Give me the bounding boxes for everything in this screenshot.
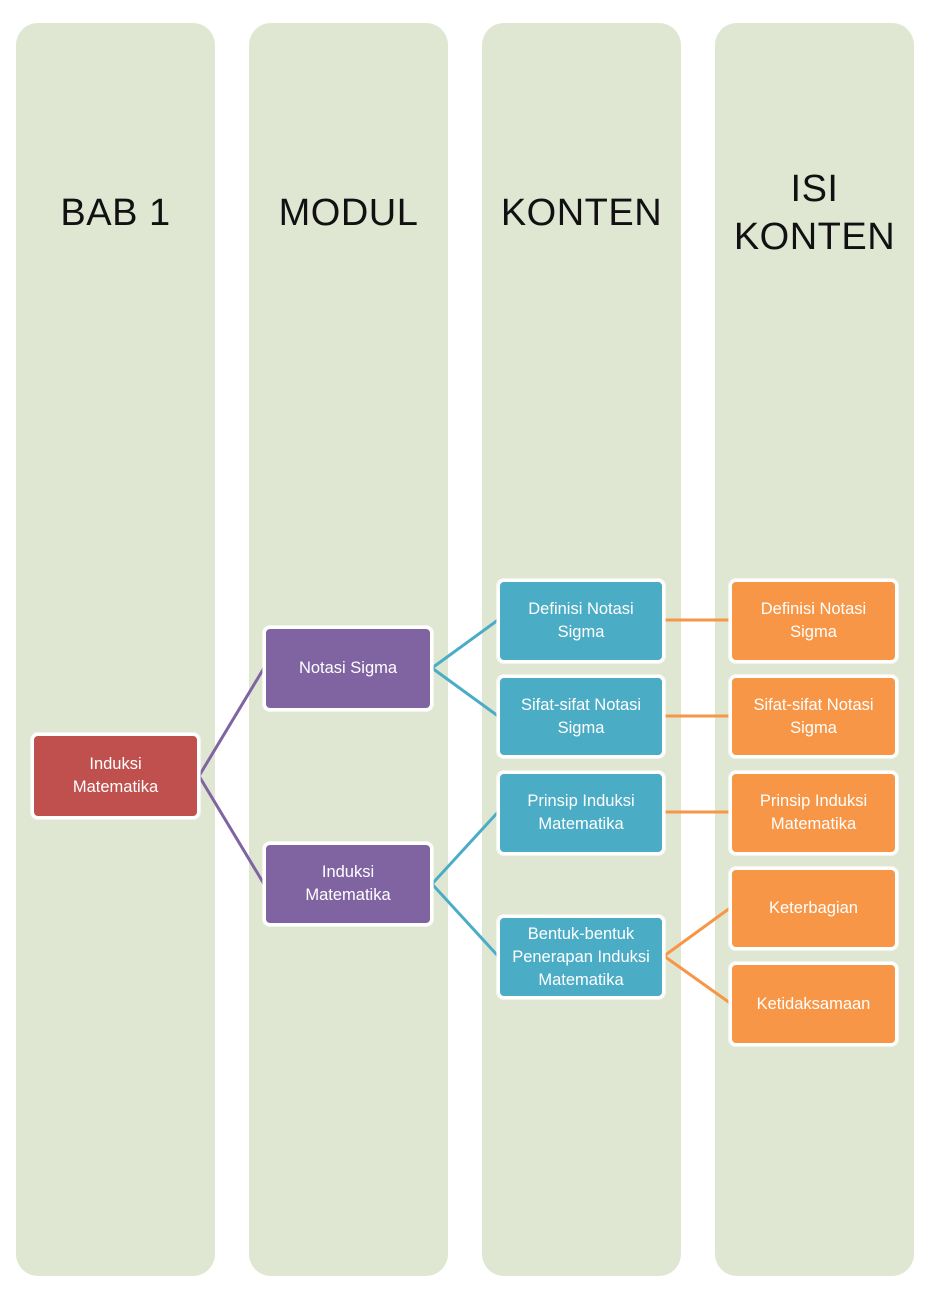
node-label-line: Definisi Notasi xyxy=(528,600,634,618)
node-label-line: Sigma xyxy=(557,623,605,641)
node-label-line: Prinsip Induksi xyxy=(527,792,635,810)
column-title-modul: MODUL xyxy=(278,192,419,234)
connector-modul2-to-konten-3 xyxy=(430,810,500,886)
connector-bab-to-modul-2 xyxy=(197,775,266,885)
node-konten-definisi-notasi-sigma[interactable]: Definisi Notasi Sigma xyxy=(497,579,665,663)
node-label-line: Notasi Sigma xyxy=(298,659,398,677)
node-label-line: Matematika xyxy=(72,778,159,796)
node-label-line: Prinsip Induksi xyxy=(759,792,868,810)
connector-konten4-to-isi-4 xyxy=(663,906,731,958)
node-label-line: Sigma xyxy=(790,623,837,641)
node-label-line: Matematika xyxy=(538,970,624,989)
node-label-line: Ketidaksamaan xyxy=(756,994,871,1013)
node-isi-keterbagian[interactable]: Keterbagian xyxy=(729,867,898,950)
node-modul-notasi-sigma[interactable]: Notasi Sigma xyxy=(263,626,433,711)
column-title-bab: BAB 1 xyxy=(60,192,171,234)
node-label-line: Penerapan Induksi xyxy=(512,947,650,966)
column-bab: BAB 1 xyxy=(16,23,215,1276)
node-isi-definisi-notasi-sigma[interactable]: Definisi Notasi Sigma xyxy=(729,579,898,663)
connector-modul1-to-konten-2 xyxy=(431,666,499,718)
node-label-line: Bentuk-bentuk xyxy=(527,924,635,943)
node-bab-induksi-matematika[interactable]: Induksi Matematika xyxy=(31,733,200,819)
node-label-line: Induksi xyxy=(89,755,142,773)
node-label-line: Sifat-sifat Notasi xyxy=(520,695,642,714)
column-title-isi-konten-line2: KONTEN xyxy=(733,216,896,258)
node-konten-bentuk-penerapan-induksi[interactable]: Bentuk-bentuk Penerapan Induksi Matemati… xyxy=(497,915,665,999)
connector-modul1-to-konten-1 xyxy=(431,618,499,670)
column-title-isi-konten-line1: ISI xyxy=(790,168,839,210)
connector-bab-to-modul-1 xyxy=(197,667,266,777)
node-isi-prinsip-induksi-matematika[interactable]: Prinsip Induksi Matematika xyxy=(729,771,898,855)
node-label-line: Induksi xyxy=(321,863,375,881)
connector-modul2-to-konten-4 xyxy=(430,882,500,958)
node-label-line: Matematika xyxy=(538,815,624,833)
node-isi-sifat-sifat-notasi-sigma[interactable]: Sifat-sifat Notasi Sigma xyxy=(729,675,898,758)
node-konten-sifat-sifat-notasi-sigma[interactable]: Sifat-sifat Notasi Sigma xyxy=(497,675,665,758)
node-label-line: Sigma xyxy=(790,718,837,737)
node-label-line: Matematika xyxy=(770,815,857,833)
column-title-konten: KONTEN xyxy=(500,192,663,234)
node-label-line: Matematika xyxy=(305,886,391,904)
node-label-line: Sifat-sifat Notasi xyxy=(753,695,874,714)
node-label-line: Keterbagian xyxy=(769,899,858,917)
node-label-line: Sigma xyxy=(557,718,605,737)
node-isi-ketidaksamaan[interactable]: Ketidaksamaan xyxy=(729,962,898,1046)
node-konten-prinsip-induksi-matematika[interactable]: Prinsip Induksi Matematika xyxy=(497,771,665,855)
node-label-line: Definisi Notasi xyxy=(760,600,867,618)
node-modul-induksi-matematika[interactable]: Induksi Matematika xyxy=(263,842,433,926)
connector-konten4-to-isi-5 xyxy=(663,954,731,1005)
column-title-isi-konten: ISI KONTEN xyxy=(715,165,914,261)
